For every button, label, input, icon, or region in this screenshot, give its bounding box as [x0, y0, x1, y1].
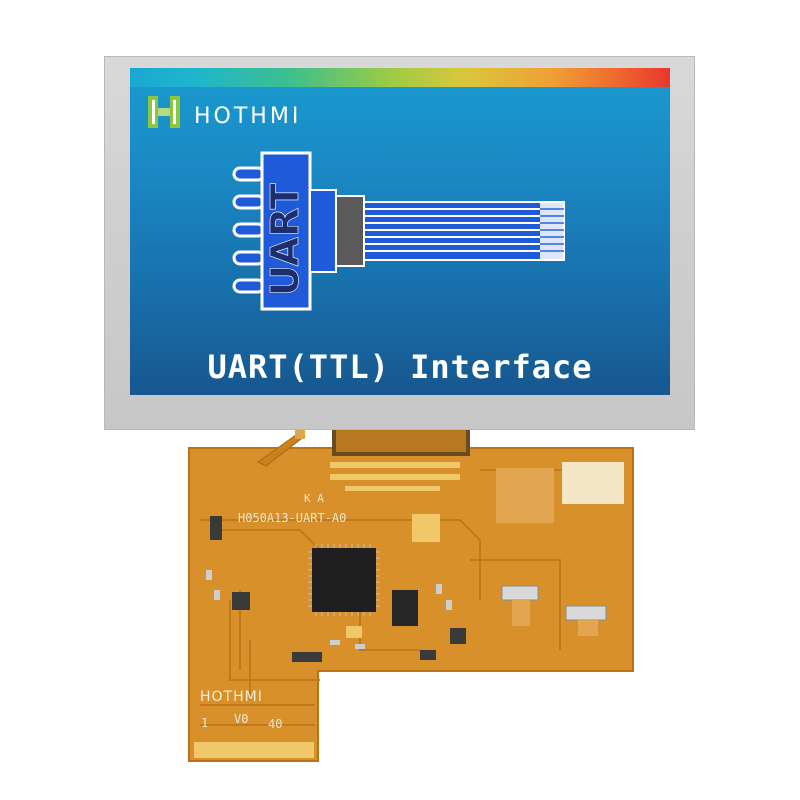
brand-name: HOTHMI — [194, 104, 302, 129]
uart-connector-illustration: UART — [232, 151, 565, 311]
pin-first-label: 1 — [201, 716, 209, 730]
board-brand: HOTHMI — [200, 689, 263, 705]
connector-label: UART — [263, 183, 307, 296]
model-label: H050A13-UART-A0 — [238, 511, 347, 525]
headline: UART(TTL) Interface — [207, 348, 593, 386]
backlight-label: K A — [304, 492, 324, 505]
lcd-screen: HOTHMI — [130, 68, 670, 395]
rainbow-bar — [130, 68, 670, 87]
pin-last-label: 40 — [268, 717, 283, 731]
hothmi-logo-icon — [148, 96, 180, 128]
pin-v0-label: V0 — [234, 712, 249, 726]
